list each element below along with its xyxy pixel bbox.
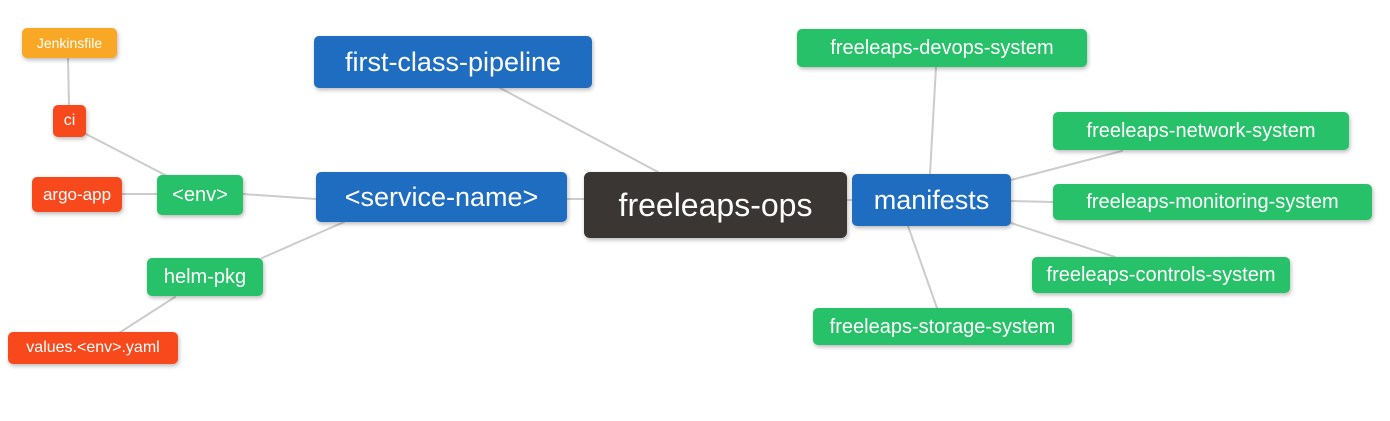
node-label-freeleaps-network-system: freeleaps-network-system: [1086, 120, 1316, 142]
node-label-freeleaps-ops: freeleaps-ops: [618, 187, 813, 223]
node-argo-app[interactable]: argo-app: [32, 177, 122, 212]
edge-manifests--freeleaps-storage-system: [907, 225, 938, 309]
node-label-manifests: manifests: [873, 184, 990, 215]
node-freeleaps-devops-system[interactable]: freeleaps-devops-system: [797, 29, 1087, 67]
edge-values-env-yaml--helm-pkg: [118, 296, 176, 334]
node-ci[interactable]: ci: [53, 105, 86, 137]
edge-helm-pkg--service-name: [261, 221, 345, 259]
node-label-env: <env>: [172, 184, 228, 206]
node-freeleaps-network-system[interactable]: freeleaps-network-system: [1053, 112, 1349, 150]
node-label-ci: ci: [63, 112, 76, 129]
node-freeleaps-ops[interactable]: freeleaps-ops: [584, 172, 847, 238]
edge-env--service-name: [242, 193, 317, 200]
node-env[interactable]: <env>: [157, 175, 243, 215]
node-service-name[interactable]: <service-name>: [316, 172, 567, 222]
edge-first-class-pipeline--freeleaps-ops: [499, 87, 659, 173]
edge-manifests--freeleaps-monitoring-system: [1010, 200, 1054, 203]
node-freeleaps-controls-system[interactable]: freeleaps-controls-system: [1032, 257, 1290, 293]
node-first-class-pipeline[interactable]: first-class-pipeline: [314, 36, 592, 88]
edge-manifests--freeleaps-network-system: [1010, 150, 1123, 181]
node-freeleaps-monitoring-system[interactable]: freeleaps-monitoring-system: [1053, 184, 1372, 220]
node-label-jenkinsfile: Jenkinsfile: [36, 35, 103, 51]
node-label-first-class-pipeline: first-class-pipeline: [344, 46, 562, 77]
edge-ci--env: [83, 132, 168, 177]
node-label-freeleaps-monitoring-system: freeleaps-monitoring-system: [1086, 191, 1339, 213]
node-values-env-yaml[interactable]: values.<env>.yaml: [8, 332, 178, 364]
node-helm-pkg[interactable]: helm-pkg: [147, 258, 263, 296]
node-label-service-name: <service-name>: [344, 181, 539, 212]
node-jenkinsfile[interactable]: Jenkinsfile: [22, 28, 117, 58]
node-label-argo-app: argo-app: [42, 185, 112, 204]
node-label-helm-pkg: helm-pkg: [163, 266, 247, 288]
node-label-freeleaps-controls-system: freeleaps-controls-system: [1046, 264, 1276, 286]
edge-jenkinsfile--ci: [67, 57, 70, 106]
node-label-freeleaps-storage-system: freeleaps-storage-system: [829, 315, 1056, 338]
edge-manifests--freeleaps-devops-system: [929, 66, 937, 175]
edge-manifests--freeleaps-controls-system: [1010, 222, 1116, 258]
node-label-freeleaps-devops-system: freeleaps-devops-system: [830, 37, 1054, 59]
node-label-values-env-yaml: values.<env>.yaml: [26, 339, 160, 356]
node-freeleaps-storage-system[interactable]: freeleaps-storage-system: [813, 308, 1072, 345]
node-manifests[interactable]: manifests: [852, 174, 1011, 226]
